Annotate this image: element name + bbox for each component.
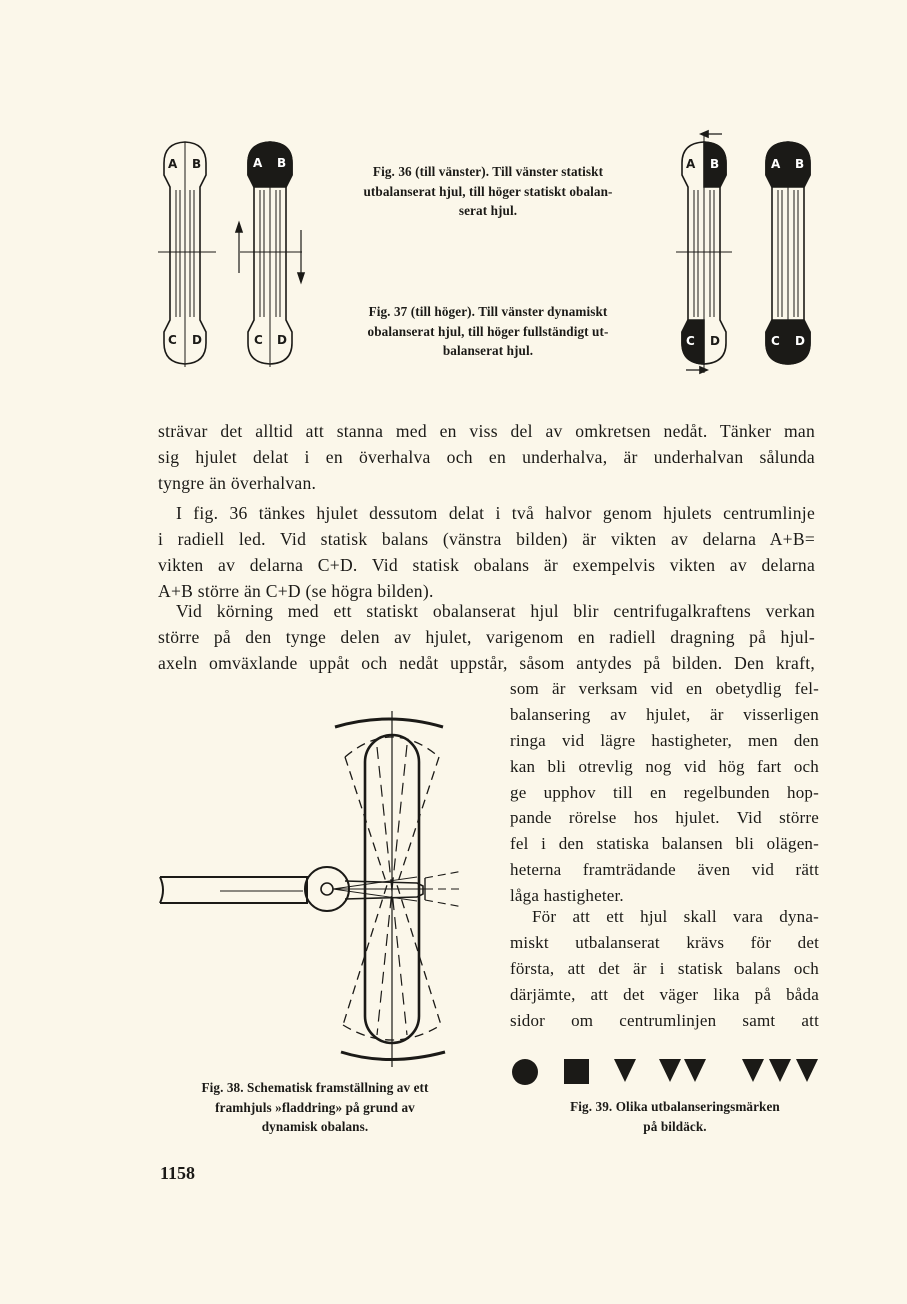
fig36-label-a: A xyxy=(168,157,178,171)
text-line: i radiell led. Vid statisk balans (vänst… xyxy=(158,529,815,549)
fig38-drawing xyxy=(159,711,464,1067)
mark-square xyxy=(564,1059,589,1084)
text-line: därjämte, att det väger lika på båda xyxy=(510,984,819,1004)
text-line: fel i den statiska balansen bli olägen- xyxy=(510,834,819,854)
fig36-label-c: C xyxy=(168,333,177,347)
caption-line: på bildäck. xyxy=(643,1118,707,1134)
fig37-tyre-dynamic-unbalanced xyxy=(676,129,732,375)
fig37-label-b: B xyxy=(710,157,719,171)
caption-line: Fig. 36 (till vänster). Till vänster sta… xyxy=(372,164,604,179)
fig36-caption: Fig. 36 (till vänster). Till vänster sta… xyxy=(330,162,646,221)
fig36-black-label-b: B xyxy=(277,156,286,170)
fig37-drawing: A B C D A B C D xyxy=(676,129,811,375)
text-line: låga hastigheter. xyxy=(510,886,624,906)
text-line: axeln omväxlande uppåt och nedåt uppstår… xyxy=(158,653,815,673)
caption-line: framhjuls »fladdring» på grund av xyxy=(215,1099,415,1115)
fig37-black-label-b: B xyxy=(795,157,804,171)
mark-triangle-triple xyxy=(742,1059,818,1082)
text-line: ringa vid lägre hastigheter, men den xyxy=(510,730,819,750)
text-line: För att ett hjul skall vara dyna- xyxy=(532,907,819,926)
text-line: större på den tynge delen av hjulet, var… xyxy=(158,627,815,647)
caption-line: obalanserat hjul, till höger fullständig… xyxy=(367,323,609,339)
caption-line: Fig. 38. Schematisk framställning av ett xyxy=(201,1080,429,1095)
fig37-black-label-c: C xyxy=(771,334,780,348)
text-line: första, att det är i statisk balans och xyxy=(510,958,819,978)
paragraph-2: I fig. 36 tänkes hjulet dessutom delat i… xyxy=(158,500,815,604)
mark-triangle-single xyxy=(614,1059,636,1082)
fig37-tyre-balanced xyxy=(765,141,811,365)
paragraph-3-continued: som är verksam vid en obetydlig fel- bal… xyxy=(510,676,819,909)
text-line: tyngre än överhalvan. xyxy=(158,473,317,493)
fig36-label-b: B xyxy=(192,157,201,171)
mark-triangle-double xyxy=(659,1059,706,1082)
text-line: strävar det alltid att stanna med en vis… xyxy=(158,421,815,441)
text-line: I fig. 36 tänkes hjulet dessutom delat i… xyxy=(176,503,815,523)
fig36-tyre-balanced xyxy=(158,141,216,367)
fig37-caption: Fig. 37 (till höger). Till vänster dynam… xyxy=(330,302,646,361)
text-line: sidor om centrumlinjen samt att xyxy=(510,1010,819,1030)
text-line: sig hjulet delat i en överhalva och en u… xyxy=(158,447,815,467)
page-number: 1158 xyxy=(160,1163,196,1183)
caption-line: Fig. 37 (till höger). Till vänster dynam… xyxy=(368,304,608,319)
text-line: pande rörelse hos hjulet. Vid större xyxy=(510,808,819,828)
paragraph-3: Vid körning med ett statiskt obalanserat… xyxy=(158,598,815,676)
fig37-label-a: A xyxy=(686,157,696,171)
mark-circle xyxy=(512,1059,538,1085)
text-line: miskt utbalanserat krävs för det xyxy=(510,932,819,952)
fig36-black-label-c: C xyxy=(254,333,263,347)
fig37-label-d: D xyxy=(710,334,720,348)
text-line: ge upphov till en regelbunden hop- xyxy=(510,782,819,802)
text-line: balansering av hjulet, är visserligen xyxy=(510,704,819,724)
text-line: vikten av delarna C+D. Vid statisk obala… xyxy=(158,555,815,575)
caption-line: Fig. 39. Olika utbalanseringsmärken xyxy=(570,1099,780,1114)
text-line: A+B större än C+D (se högra bilden). xyxy=(158,581,434,601)
fig37-label-c: C xyxy=(686,334,695,348)
text-line: heterna framträdande även vid rätt xyxy=(510,860,819,880)
fig39-caption: Fig. 39. Olika utbalanseringsmärken på b… xyxy=(525,1097,825,1136)
fig37-black-label-d: D xyxy=(795,334,805,348)
fig39-drawing xyxy=(512,1059,818,1085)
fig38-caption: Fig. 38. Schematisk framställning av ett… xyxy=(160,1078,470,1137)
paragraph-1: strävar det alltid att stanna med en vis… xyxy=(158,418,815,496)
caption-line: utbalanserat hjul, till höger statiskt o… xyxy=(363,183,613,199)
caption-line: serat hjul. xyxy=(458,203,518,218)
fig36-drawing: A B C D A B C D xyxy=(158,141,306,367)
caption-line: balanserat hjul. xyxy=(442,343,534,358)
fig36-black-label-d: D xyxy=(277,333,287,347)
text-line: kan bli otrevlig nog vid hög fart och xyxy=(510,756,819,776)
text-line: som är verksam vid en obetydlig fel- xyxy=(510,679,819,698)
paragraph-4: För att ett hjul skall vara dyna- miskt … xyxy=(510,904,819,1033)
fig36-label-d: D xyxy=(192,333,202,347)
fig36-black-label-a: A xyxy=(253,156,263,170)
caption-line: dynamisk obalans. xyxy=(261,1119,369,1134)
text-line: Vid körning med ett statiskt obalanserat… xyxy=(176,601,815,621)
fig36-tyre-unbalanced xyxy=(234,141,306,367)
fig37-black-label-a: A xyxy=(771,157,781,171)
